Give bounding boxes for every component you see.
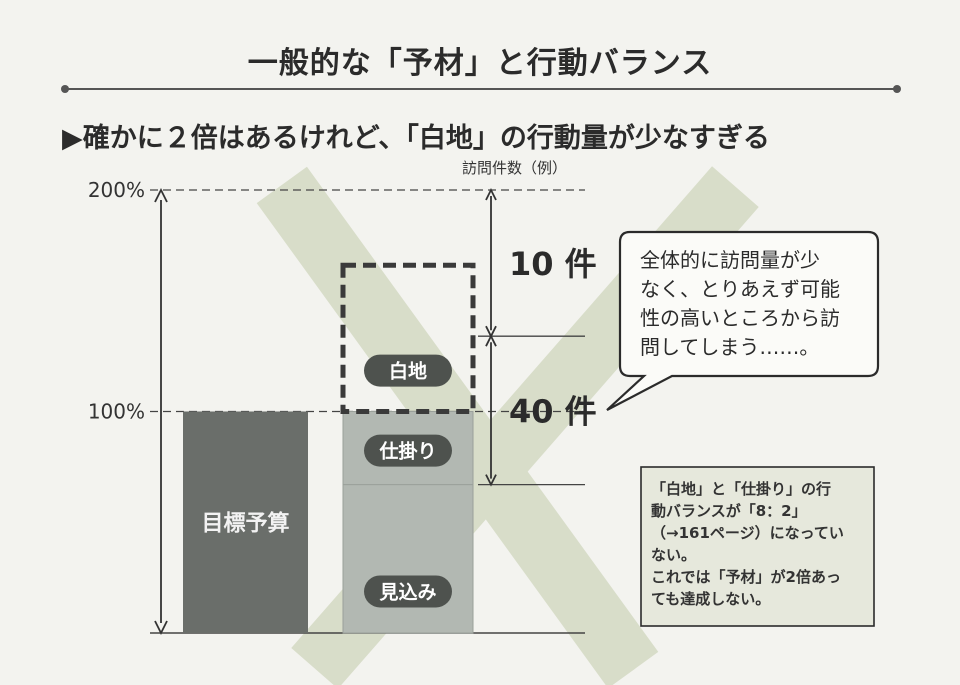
note-line: これでは「予材」が2倍あっ [651,568,841,586]
note-line: 「白地」と「仕掛り」の行 [651,480,832,498]
note-box [640,466,875,627]
annotation-label: 10 件 [509,245,597,283]
note-line: （→161ページ）になってい [651,524,844,542]
speech-bubble [606,230,880,411]
annotations: 10 件 40 件 [478,187,597,487]
segment-label-pill [364,434,452,467]
segment-label: 白地 [389,360,427,383]
axis-arrow-head [154,620,168,636]
annotation-arrow-head [485,187,497,201]
title-divider [61,85,901,93]
segment-label-pill [364,575,452,608]
bar-segment [340,262,476,414]
bar-segment [342,484,474,634]
segment-label: 仕掛り [378,440,436,463]
callout-text: 全体的に訪問量が少 なく、とりあえず可能 性の高いところから訪 問してしまう……… [640,246,870,362]
bar-label: 目標予算 [201,510,289,536]
segment-label: 見込み [379,581,436,603]
y-tick-label: 200% [88,178,145,202]
callout-line: 全体的に訪問量が少 [640,248,820,272]
annotation-arrow-head [485,474,497,487]
callout-line: 性の高いところから訪 [640,306,840,330]
callout-bubble [606,230,880,627]
bar-target [183,411,308,633]
subtitle: ▶確かに２倍はあるけれど、「白地」の行動量が少なすぎる [62,123,770,154]
callout-line: 問してしまう……。 [640,335,820,359]
note-line: ない。 [651,546,697,564]
annotation-label: 40 件 [509,392,597,430]
note-line: ても達成しない。 [651,590,771,608]
axis: 100% 200% [88,178,168,636]
axis-arrow-head [154,187,168,203]
page-title: 一般的な「予材」と行動バランス [247,46,713,81]
y-tick-label: 100% [88,400,145,424]
segment-label-pill [364,354,452,387]
annotation-arrow-head [485,334,497,347]
axis-caption: 訪問件数（例） [462,159,567,177]
note-text: 「白地」と「仕掛り」の行 動バランスが「8：2」 （→161ページ）になってい … [651,478,869,610]
callout-line: なく、とりあえず可能 [640,277,840,301]
note-line: 動バランスが「8：2」 [651,502,807,520]
